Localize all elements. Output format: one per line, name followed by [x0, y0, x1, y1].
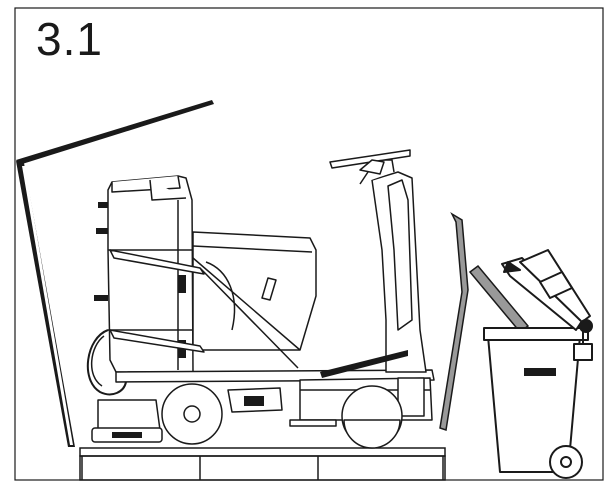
crate-side-panel-icon	[16, 100, 214, 447]
figure-number-label: 3.1	[36, 13, 103, 65]
pallet-icon	[79, 447, 446, 481]
recycling-bin-icon	[483, 249, 593, 479]
crate-board-panel-icon	[439, 212, 530, 431]
ride-on-scrubber-dryer-icon	[86, 149, 435, 449]
